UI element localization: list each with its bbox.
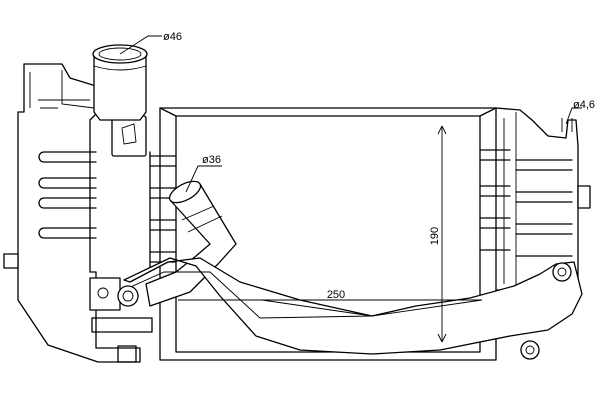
dimension-lines bbox=[119, 35, 582, 343]
crossover-pipe bbox=[117, 257, 583, 360]
height-dimension-label: 190 bbox=[429, 227, 441, 245]
outlet-pipe bbox=[145, 180, 237, 307]
width-dimension-label: 250 bbox=[327, 289, 345, 301]
pipe-diameter-label: ø36 bbox=[202, 154, 221, 166]
inlet-diameter-label: ø46 bbox=[163, 31, 182, 43]
mount-hole-diameter-label: ø4,6 bbox=[573, 99, 595, 111]
inlet-pipe bbox=[92, 44, 148, 121]
left-tank-fins bbox=[38, 151, 97, 239]
left-end-tank bbox=[3, 63, 153, 363]
